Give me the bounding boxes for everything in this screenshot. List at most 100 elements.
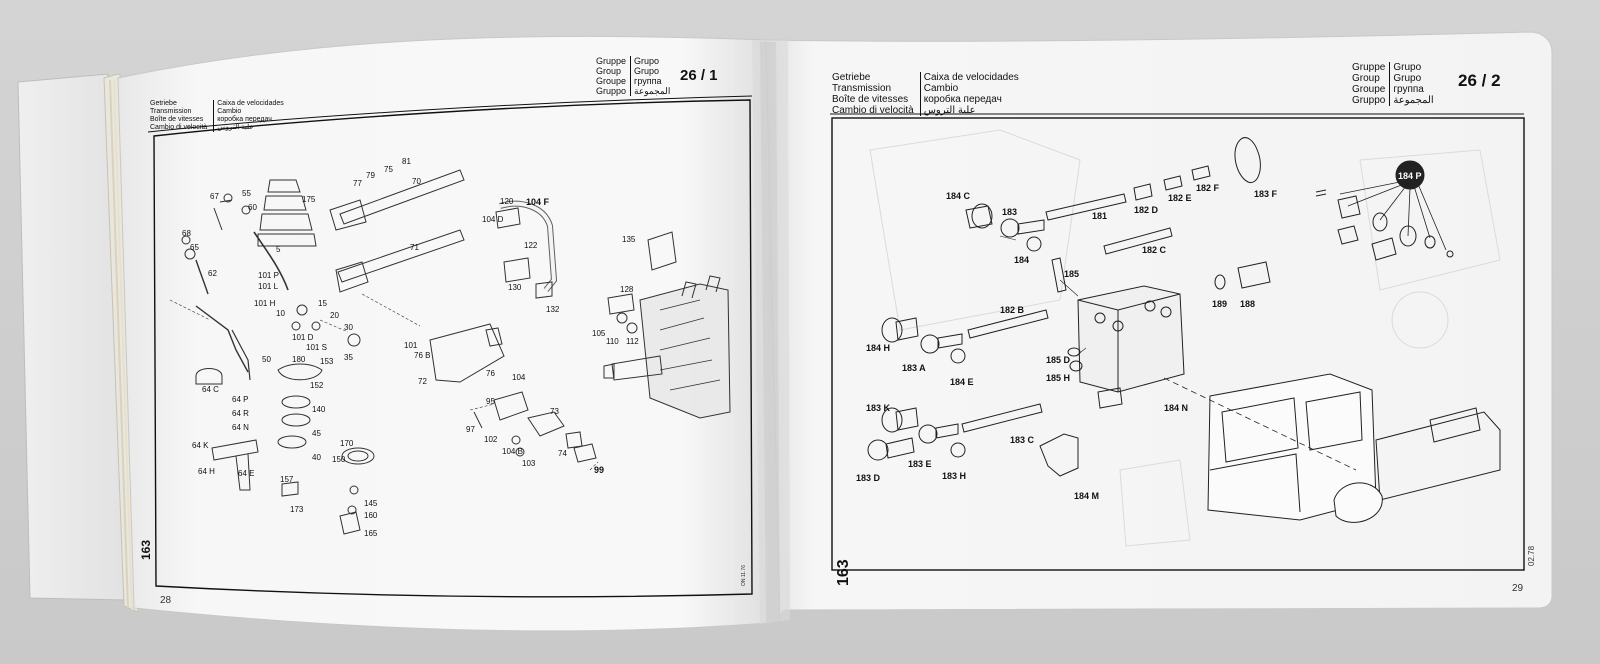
part-label: 184 C: [946, 191, 971, 201]
part-label: 45: [312, 429, 321, 438]
part-label: 182 C: [1142, 245, 1167, 255]
part-label: 188: [1240, 299, 1256, 309]
right-group-number: 26 / 2: [1458, 71, 1501, 90]
part-label: 182 F: [1196, 183, 1220, 193]
part-label: 101 P: [258, 271, 279, 280]
part-label: 5: [276, 245, 281, 254]
group-label-it: Gruppo: [596, 86, 627, 96]
group-label-fr: Groupe: [596, 76, 627, 86]
part-label: 72: [418, 377, 427, 386]
part-label: 60: [248, 203, 257, 212]
part-label: 183 E: [908, 459, 932, 469]
group-label-en: Group: [596, 66, 622, 76]
group-label-ru: группа: [1393, 84, 1424, 95]
left-margin-number: 163: [139, 539, 153, 560]
header-en: Transmission: [150, 108, 192, 115]
group-label-es: Grupo: [634, 66, 660, 76]
left-exploded-view: [169, 169, 731, 535]
part-label: 160: [364, 511, 378, 520]
part-label: 105: [592, 329, 606, 338]
part-label: 183: [1002, 207, 1018, 217]
part-label: 183 H: [942, 471, 967, 481]
left-footer-code: ON 11.76: [741, 564, 747, 586]
part-label: 153: [320, 357, 334, 366]
part-label: 170: [340, 439, 354, 448]
part-label: 30: [344, 323, 353, 332]
part-label: 145: [364, 499, 378, 508]
part-label: 76 B: [414, 351, 431, 360]
part-label: 184 E: [950, 377, 974, 387]
part-label: 64 H: [198, 467, 215, 476]
part-label: 183 F: [1254, 189, 1278, 199]
part-label: 185 H: [1046, 373, 1071, 383]
part-label: 65: [190, 243, 199, 252]
part-label: 76: [486, 369, 495, 378]
part-label: 40: [312, 453, 321, 462]
group-label-pt: Grupo: [1393, 62, 1422, 73]
part-label: 173: [290, 505, 304, 514]
part-label: 79: [366, 171, 375, 180]
part-label: 101 S: [306, 343, 327, 352]
group-label-en: Group: [1352, 73, 1380, 84]
part-label: 130: [508, 283, 522, 292]
part-label: 74: [558, 449, 567, 458]
group-label-de: Gruppe: [596, 56, 627, 66]
left-diagram-frame: [153, 99, 753, 598]
left-group-number: 26 / 1: [680, 67, 718, 84]
left-page-number: 28: [160, 595, 172, 606]
part-label: 95: [486, 397, 495, 406]
part-label: 110: [606, 337, 619, 346]
part-label: 184 H: [866, 343, 891, 353]
part-label: 104 B: [502, 447, 523, 456]
header-ru: коробка передач: [923, 94, 1002, 105]
part-label: 182 E: [1168, 193, 1192, 203]
part-label: 64 C: [202, 385, 219, 394]
part-label: 183 K: [866, 403, 891, 413]
part-label: 101 D: [292, 333, 314, 342]
part-label: 99: [594, 465, 605, 475]
group-label-ru: группа: [634, 76, 662, 86]
part-label: 97: [466, 425, 475, 434]
header-it: Cambio di velocità: [150, 124, 208, 131]
header-it: Cambio di velocità: [832, 105, 914, 116]
header-pt: Caixa de velocidades: [923, 72, 1019, 83]
header-de: Getriebe: [150, 100, 177, 107]
part-label: 64 E: [238, 469, 255, 478]
right-exploded-view: [867, 137, 1501, 523]
part-label: 15: [318, 299, 327, 308]
right-diagram-frame: [831, 117, 1525, 571]
part-label: 70: [412, 177, 421, 186]
part-label: 120: [500, 197, 514, 206]
part-label: 184: [1014, 255, 1030, 265]
right-margin-number: 163: [835, 559, 852, 586]
part-label: 135: [622, 235, 636, 244]
part-label: 20: [330, 311, 339, 320]
right-page-number: 29: [1512, 583, 1524, 594]
group-label-ar: المجموعة: [1393, 95, 1434, 106]
group-label-it: Gruppo: [1352, 95, 1386, 106]
part-label: 64 R: [232, 409, 249, 418]
part-label: 182 D: [1134, 205, 1159, 215]
part-label: 68: [182, 229, 191, 238]
part-label: 189: [1212, 299, 1228, 309]
part-label: 180: [292, 355, 306, 364]
part-label: 104 F: [526, 197, 550, 207]
part-label: 67: [210, 192, 219, 201]
part-label: 71: [410, 243, 419, 252]
right-date-code: 02.78: [1527, 545, 1536, 566]
part-label: 128: [620, 285, 634, 294]
part-label: 64 P: [232, 395, 249, 404]
part-label: 104 D: [482, 215, 504, 224]
part-label: 165: [364, 529, 378, 538]
header-pt: Caixa de velocidades: [217, 100, 284, 107]
part-label: 55: [242, 189, 251, 198]
part-label: 77: [353, 179, 362, 188]
part-label: 104: [512, 373, 526, 382]
part-label: 183 C: [1010, 435, 1035, 445]
part-label: 152: [310, 381, 324, 390]
part-label: 157: [280, 475, 294, 484]
part-label: 50: [262, 355, 271, 364]
part-label: 102: [484, 435, 498, 444]
